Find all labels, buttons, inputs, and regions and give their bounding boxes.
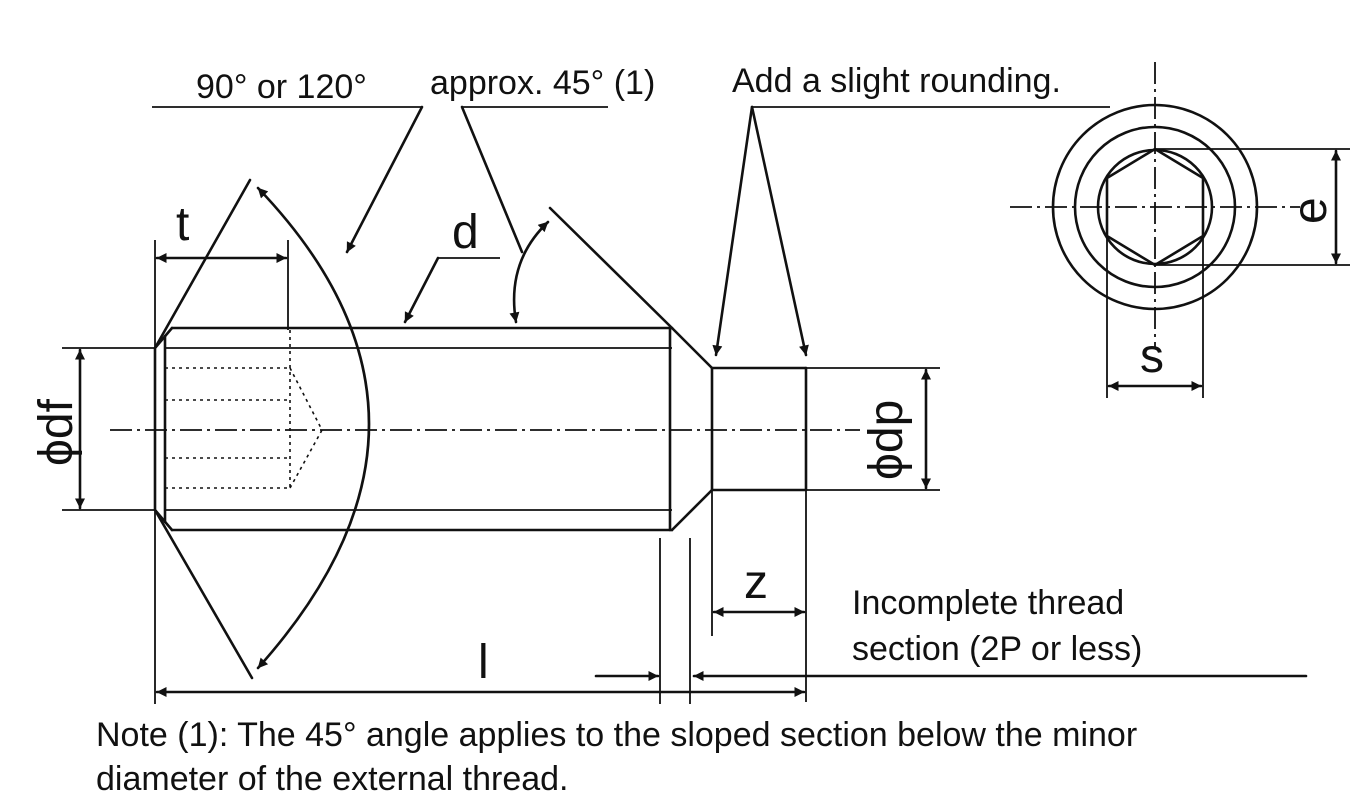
- note-line-2: diameter of the external thread.: [96, 760, 569, 798]
- df-dimension: ϕdf: [30, 347, 155, 511]
- note-line-1: Note (1): The 45° angle applies to the s…: [96, 716, 1137, 754]
- angle-arc: [256, 186, 371, 670]
- angle-ray-top: [153, 178, 252, 350]
- angle-leader: [345, 105, 424, 254]
- rounding-label: Add a slight rounding.: [732, 62, 1061, 100]
- z-dimension: z: [711, 490, 807, 702]
- chamfer-angle-label: approx. 45° (1): [430, 64, 655, 102]
- screw-left-chamfer: [153, 326, 174, 532]
- df-label: ϕdf: [30, 398, 83, 466]
- point-angle-label: 90° or 120°: [196, 68, 367, 106]
- dp-dimension: ϕdp: [806, 367, 940, 491]
- angle-ray-bottom: [153, 508, 254, 680]
- rounding-leader-1: [712, 105, 754, 357]
- incomplete-thread-annotation: Incomplete thread section (2P or less): [594, 584, 1308, 681]
- chamfer-angle-annotation: approx. 45° (1): [430, 64, 674, 330]
- d-leader: [403, 256, 440, 324]
- point-angle-annotation: 90° or 120°: [152, 68, 424, 680]
- point-chamfer-bottom: [670, 488, 714, 532]
- footnote: Note (1): The 45° angle applies to the s…: [96, 716, 1137, 798]
- screw-side-view: [110, 326, 860, 532]
- d-label: d: [452, 206, 479, 259]
- point-chamfer-top: [670, 326, 714, 370]
- l-label: l: [478, 636, 489, 689]
- s-label: s: [1140, 330, 1164, 383]
- rounding-leader-2: [750, 105, 809, 357]
- t-label: t: [176, 198, 189, 251]
- incomplete-thread-line2: section (2P or less): [852, 630, 1142, 668]
- dp-label: ϕdp: [860, 400, 913, 480]
- t-dimension: t: [154, 198, 289, 348]
- e-label: e: [1284, 197, 1337, 224]
- z-label: z: [744, 556, 768, 609]
- l-dimension: l: [154, 510, 806, 704]
- screw-end-view: e s: [1010, 62, 1350, 398]
- rounding-annotation: Add a slight rounding.: [712, 62, 1110, 357]
- hex-socket-hidden: [165, 330, 323, 489]
- chamfer-angle-arc: [509, 220, 550, 324]
- d-annotation: d: [403, 206, 500, 324]
- incomplete-thread-line1: Incomplete thread: [852, 584, 1124, 622]
- chamfer-extension-line: [548, 206, 674, 330]
